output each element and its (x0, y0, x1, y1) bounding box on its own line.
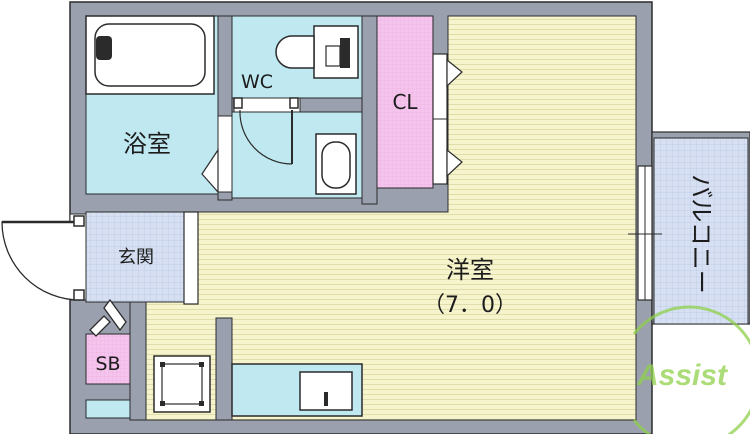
wc-door[interactable] (233, 97, 301, 165)
bathroom-label: 浴室 (123, 130, 171, 158)
shoe-box-label: SB (95, 353, 120, 375)
bathroom (85, 15, 219, 195)
washroom (231, 111, 363, 199)
kitchen-counter (231, 363, 363, 417)
sink-icon (299, 371, 353, 411)
watermark-text: Assist (636, 359, 729, 392)
closet-label: CL (392, 90, 418, 114)
washing-machine-icon (315, 133, 357, 195)
balcony-label: バルコニー (687, 174, 715, 294)
bathtub-icon (85, 15, 215, 95)
bathroom-door[interactable] (201, 115, 233, 194)
toilet-room (231, 15, 363, 99)
shoe-box (85, 333, 131, 419)
assist-watermark: Assist (632, 305, 750, 434)
shoe-box-door[interactable] (89, 298, 127, 337)
toilet-label: WC (241, 71, 273, 93)
entrance-label: 玄関 (118, 247, 154, 268)
entrance-door[interactable] (1, 213, 87, 301)
western-room-size: （7．0） (423, 293, 517, 318)
closet (376, 15, 463, 189)
balcony-window[interactable] (628, 165, 662, 301)
balcony (651, 131, 750, 325)
toilet-icon (275, 25, 359, 79)
refrigerator-space (153, 355, 211, 413)
entrance (85, 211, 199, 305)
western-room-label: 洋室 (446, 256, 494, 284)
